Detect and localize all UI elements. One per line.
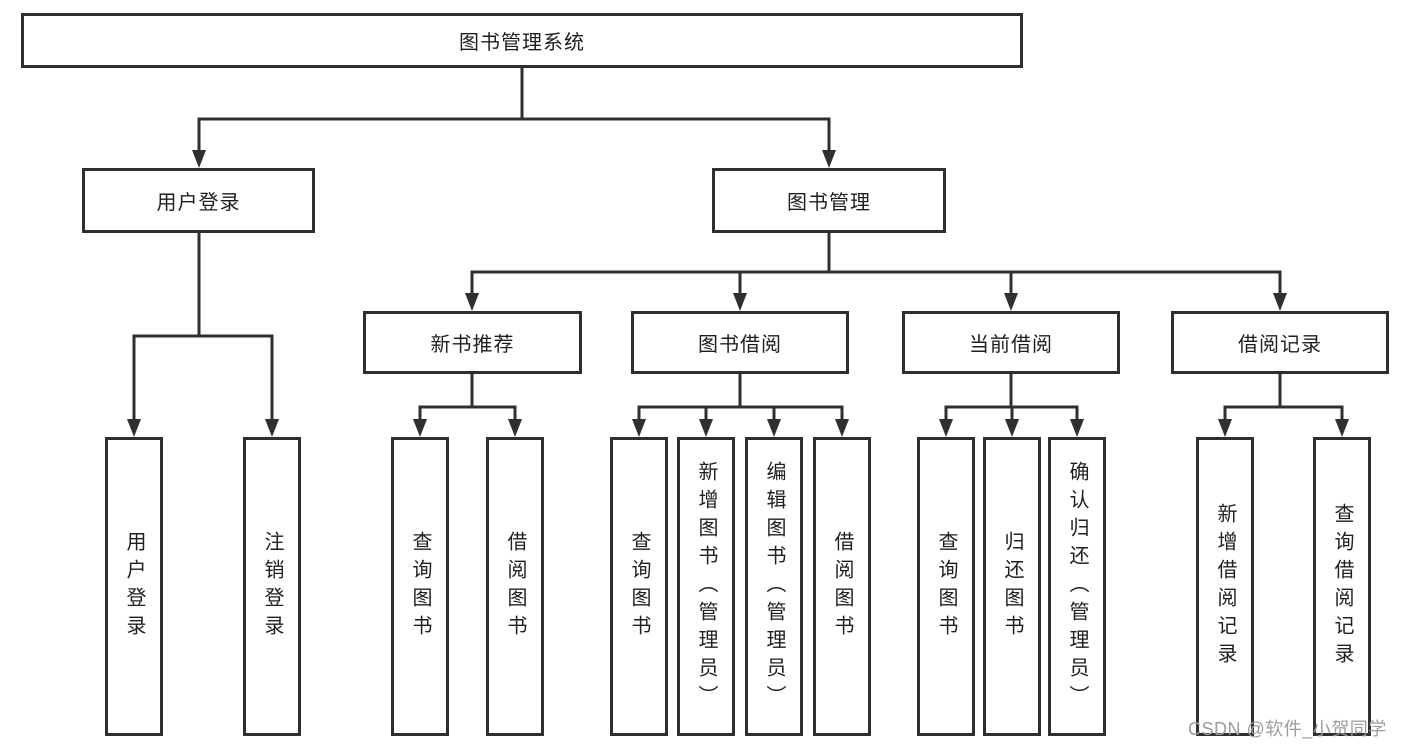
leaf-return-books-label: 归还图书 [1001, 530, 1023, 643]
node-book-borrowing-label: 图书借阅 [698, 334, 782, 356]
node-book-management-label: 图书管理 [787, 192, 871, 214]
root-node-book-management-system: 图书管理系统 [21, 13, 1023, 68]
leaf-user-login-label: 用户登录 [123, 530, 145, 643]
leaf-newbook-query-books: 查询图书 [391, 437, 449, 736]
leaf-logout: 注销登录 [243, 437, 301, 736]
leaf-add-borrow-record-label: 新增借阅记录 [1214, 502, 1236, 671]
leaf-confirm-return-admin: 确认归还（管理员） [1048, 437, 1106, 736]
leaf-current-query-books-label: 查询图书 [935, 530, 957, 643]
node-borrowing-records: 借阅记录 [1171, 311, 1389, 374]
csdn-watermark: CSDN @软件_小贺同学 [1188, 719, 1387, 739]
leaf-edit-books-admin: 编辑图书（管理员） [745, 437, 803, 736]
node-new-book-recommendation-label: 新书推荐 [430, 334, 515, 356]
leaf-borrowing-query-books-label: 查询图书 [628, 530, 650, 643]
leaf-edit-books-admin-label: 编辑图书（管理员） [763, 460, 785, 713]
leaf-return-books: 归还图书 [983, 437, 1041, 736]
leaf-logout-label: 注销登录 [261, 530, 283, 643]
node-book-management: 图书管理 [712, 168, 946, 233]
node-user-login: 用户登录 [82, 168, 315, 233]
leaf-newbook-query-books-label: 查询图书 [409, 530, 431, 643]
leaf-current-query-books: 查询图书 [917, 437, 975, 736]
leaf-query-borrow-record: 查询借阅记录 [1313, 437, 1371, 736]
leaf-add-books-admin-label: 新增图书（管理员） [695, 460, 717, 713]
leaf-newbook-borrow-books-label: 借阅图书 [504, 530, 526, 643]
leaf-confirm-return-admin-label: 确认归还（管理员） [1066, 460, 1088, 713]
leaf-add-borrow-record: 新增借阅记录 [1196, 437, 1254, 736]
node-new-book-recommendation: 新书推荐 [363, 311, 582, 374]
root-node-label: 图书管理系统 [459, 32, 585, 54]
leaf-borrow-books-label: 借阅图书 [831, 530, 853, 643]
leaf-borrow-books: 借阅图书 [813, 437, 871, 736]
node-borrowing-records-label: 借阅记录 [1238, 334, 1322, 356]
leaf-query-borrow-record-label: 查询借阅记录 [1331, 502, 1353, 671]
node-current-borrowing: 当前借阅 [902, 311, 1120, 374]
node-current-borrowing-label: 当前借阅 [969, 334, 1053, 356]
leaf-borrowing-query-books: 查询图书 [610, 437, 668, 736]
leaf-newbook-borrow-books: 借阅图书 [486, 437, 544, 736]
node-book-borrowing: 图书借阅 [631, 311, 849, 374]
leaf-user-login: 用户登录 [105, 437, 163, 736]
node-user-login-label: 用户登录 [156, 192, 241, 214]
leaf-add-books-admin: 新增图书（管理员） [677, 437, 735, 736]
